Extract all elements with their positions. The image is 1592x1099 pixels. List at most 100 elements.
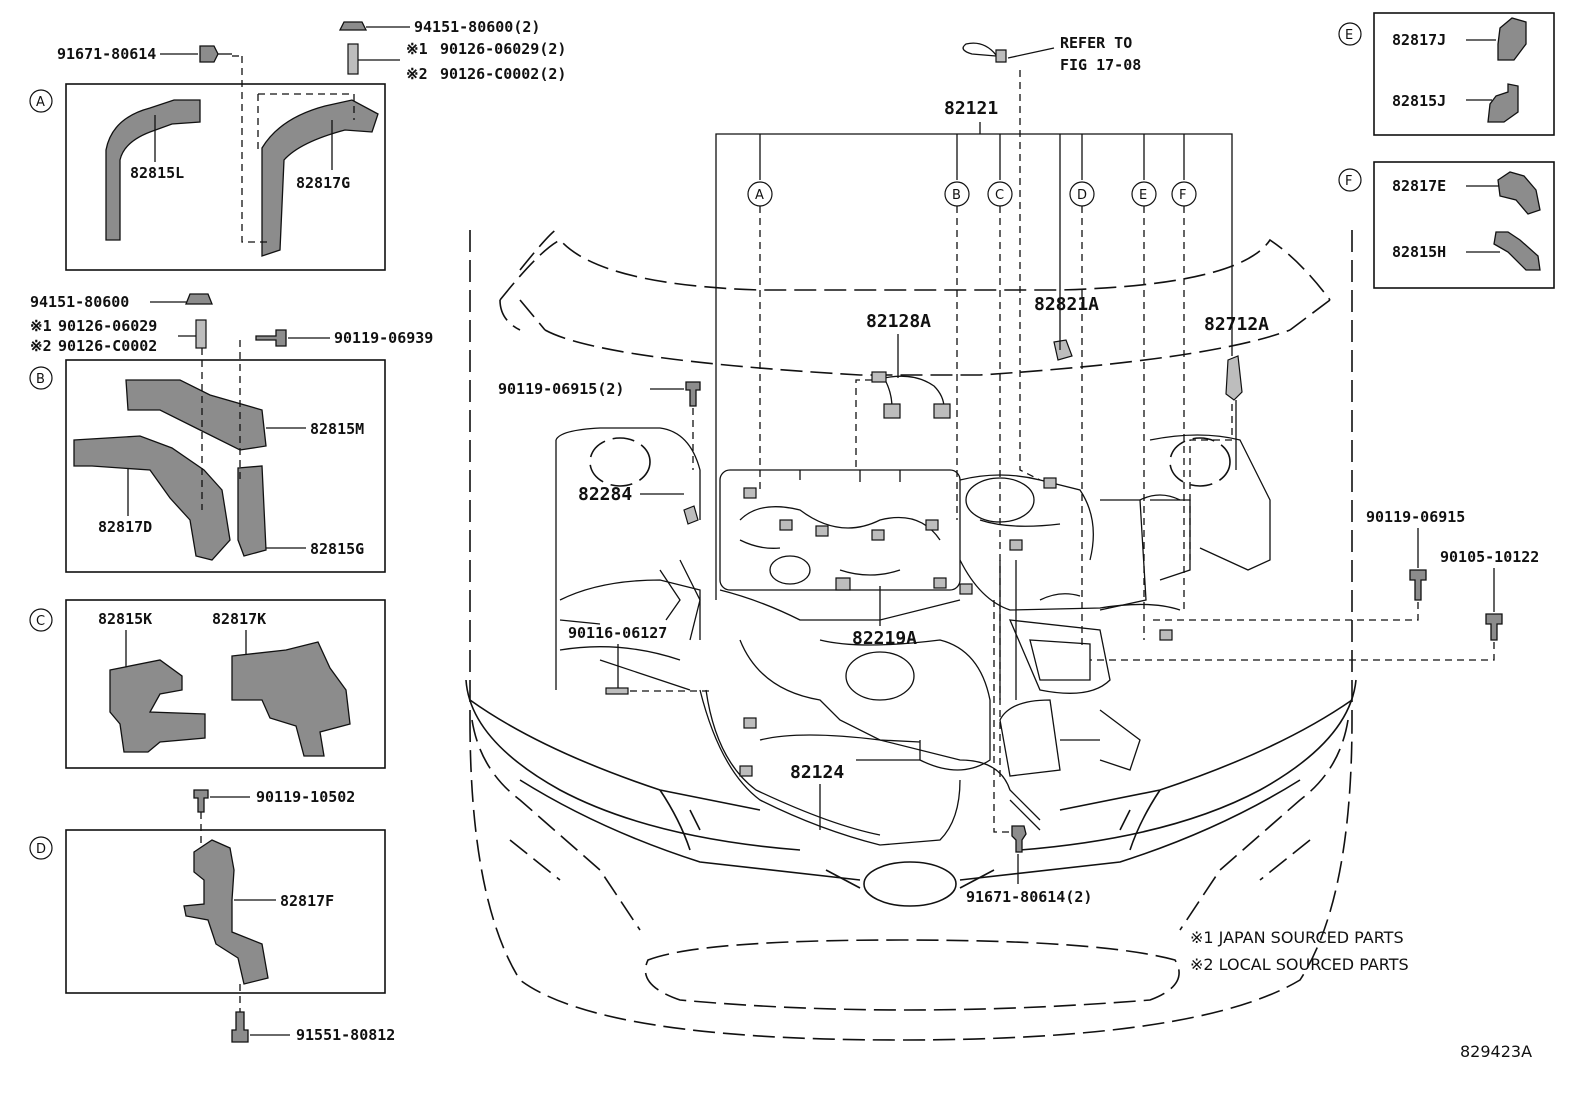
section-letter-b: B: [36, 372, 45, 387]
note-japan-sourced: ※1 JAPAN SOURCED PARTS: [1190, 928, 1404, 947]
bolt-90105-icon: [1485, 613, 1503, 641]
bolt-90119-06915-callout: 90119-06915: [1150, 508, 1465, 621]
footnotes: ※1 JAPAN SOURCED PARTS ※2 LOCAL SOURCED …: [1190, 928, 1409, 974]
mark2-b: ※2: [30, 337, 52, 355]
clip-91671-2-icon: [1011, 825, 1027, 853]
callout-90126-06029-2: 90126-06029(2): [440, 40, 566, 58]
section-letter-b-main: B: [952, 188, 961, 203]
bolt-90119-06915-icon: [1409, 569, 1427, 601]
harness-82219a-callout: 82219A: [852, 586, 917, 649]
section-letter-d-main: D: [1077, 188, 1087, 203]
callout-90126-06029: 90126-06029: [58, 317, 157, 335]
engine-bay: [555, 42, 1271, 846]
mark1-b: ※1: [30, 317, 52, 335]
callout-90119-06915: 90119-06915: [1366, 508, 1465, 526]
callout-91671-80614-2: 91671-80614(2): [966, 888, 1092, 906]
refer-line-2: FIG 17-08: [1060, 56, 1141, 74]
clip-91671-icon: [199, 45, 219, 63]
connector-82128a-left: [883, 403, 901, 419]
bracket-82815m-shape: [125, 379, 267, 451]
bracket-82815l-shape: [105, 99, 201, 241]
callout-91551-80812: 91551-80812: [296, 1026, 395, 1044]
label-82817f: 82817F: [280, 892, 334, 910]
nut-94151-icon: [338, 21, 368, 31]
stud-90126-icon: [347, 43, 359, 75]
label-82219a: 82219A: [852, 628, 917, 649]
section-letter-c-main: C: [995, 188, 1004, 203]
callout-90126-c0002-2: 90126-C0002(2): [440, 65, 566, 83]
bracket-82815h-shape: [1493, 231, 1541, 271]
stud-90126-b-icon: [195, 319, 207, 349]
section-letter-e: E: [1345, 28, 1353, 43]
bolt-90119-06915-2-icon: [685, 381, 701, 407]
diagram-id: 829423A: [1460, 1042, 1532, 1061]
detail-box-b: 94151-80600 ※1 90126-06029 ※2 90126-C000…: [29, 293, 433, 573]
label-82817k: 82817K: [212, 610, 266, 628]
sensor-82821a-callout: 82821A: [1034, 294, 1099, 315]
bracket-82817j-shape: [1497, 17, 1527, 61]
bolt-90119-06915-2-callout: 90119-06915(2): [498, 380, 701, 470]
callout-90105-10122: 90105-10122: [1440, 548, 1539, 566]
bolt-90105-10122-callout: 90105-10122: [1090, 548, 1539, 661]
label-82815l: 82815L: [130, 164, 184, 182]
label-82815j: 82815J: [1392, 92, 1446, 110]
connector-fig1708-shape: [995, 49, 1007, 63]
section-letter-a: A: [36, 95, 45, 110]
section-letter-c: C: [36, 614, 45, 629]
bracket-82815g-shape: [237, 465, 267, 557]
section-letter-f-main: F: [1179, 188, 1186, 203]
harness-82121-callout: 82121 A B C D E F: [715, 70, 1233, 780]
section-letter-f: F: [1345, 174, 1352, 189]
stud-90116-icon: [605, 687, 629, 695]
bracket-82817g-shape: [261, 99, 379, 257]
callout-90116-06127: 90116-06127: [568, 624, 667, 642]
detail-box-c: C 82815K 82817K: [29, 599, 386, 769]
refer-line-1: REFER TO: [1060, 34, 1132, 52]
label-82124: 82124: [790, 762, 844, 783]
label-82121: 82121: [944, 98, 998, 119]
callout-94151-80600-2: 94151-80600(2): [414, 18, 540, 36]
bracket-82815j-shape: [1487, 83, 1519, 123]
label-82817e: 82817E: [1392, 177, 1446, 195]
clip-91671-80614-2-callout: 91671-80614(2): [966, 600, 1092, 906]
bracket-82817f-shape: [183, 839, 269, 985]
harness-82284-callout: 82284: [578, 484, 684, 505]
callout-90119-10502: 90119-10502: [256, 788, 355, 806]
label-82815m: 82815M: [310, 420, 364, 438]
vehicle-outline: [465, 227, 1357, 1041]
connector-82128a-right: [933, 403, 951, 419]
bolt-90119-b-icon: [255, 329, 287, 347]
callout-91671-80614: 91671-80614: [57, 45, 156, 63]
label-82817d: 82817D: [98, 518, 152, 536]
callout-94151-80600: 94151-80600: [30, 293, 129, 311]
callout-90119-06939: 90119-06939: [334, 329, 433, 347]
connector-82712a-shape: [1225, 355, 1243, 401]
note-local-sourced: ※2 LOCAL SOURCED PARTS: [1190, 955, 1409, 974]
callout-90119-06915-2: 90119-06915(2): [498, 380, 624, 398]
label-82712a: 82712A: [1204, 314, 1269, 335]
connector-82821a-shape: [1053, 339, 1073, 361]
callout-90126-c0002: 90126-C0002: [58, 337, 157, 355]
fasteners-a: 91671-80614 94151-80600(2) ※1 90126-0602…: [57, 18, 566, 83]
stud-90116-06127-callout: 90116-06127: [568, 624, 712, 695]
bolt-91551-icon: [231, 1011, 249, 1043]
bracket-82817d-shape: [73, 435, 231, 561]
section-letter-a-main: A: [755, 188, 764, 203]
refer-fig-callout: REFER TO FIG 17-08: [1007, 34, 1141, 74]
label-82821a: 82821A: [1034, 294, 1099, 315]
nut-94151-b-icon: [185, 293, 213, 305]
connector-82219a-shape: [835, 577, 851, 591]
label-82815g: 82815G: [310, 540, 364, 558]
label-82817g: 82817G: [296, 174, 350, 192]
harness-82128a-callout: 82128A: [855, 311, 951, 470]
label-82815k: 82815K: [98, 610, 152, 628]
label-82815h: 82815H: [1392, 243, 1446, 261]
harness-82124-callout: 82124: [790, 759, 920, 830]
detail-box-a: A 82815L 82817G: [29, 56, 386, 271]
label-82284: 82284: [578, 484, 632, 505]
sensor-82712a-callout: 82712A: [1189, 314, 1269, 560]
connector-82284-shape: [683, 505, 699, 525]
section-letter-e-main: E: [1139, 188, 1147, 203]
detail-box-f: F 82817E 82815H: [1338, 161, 1555, 289]
